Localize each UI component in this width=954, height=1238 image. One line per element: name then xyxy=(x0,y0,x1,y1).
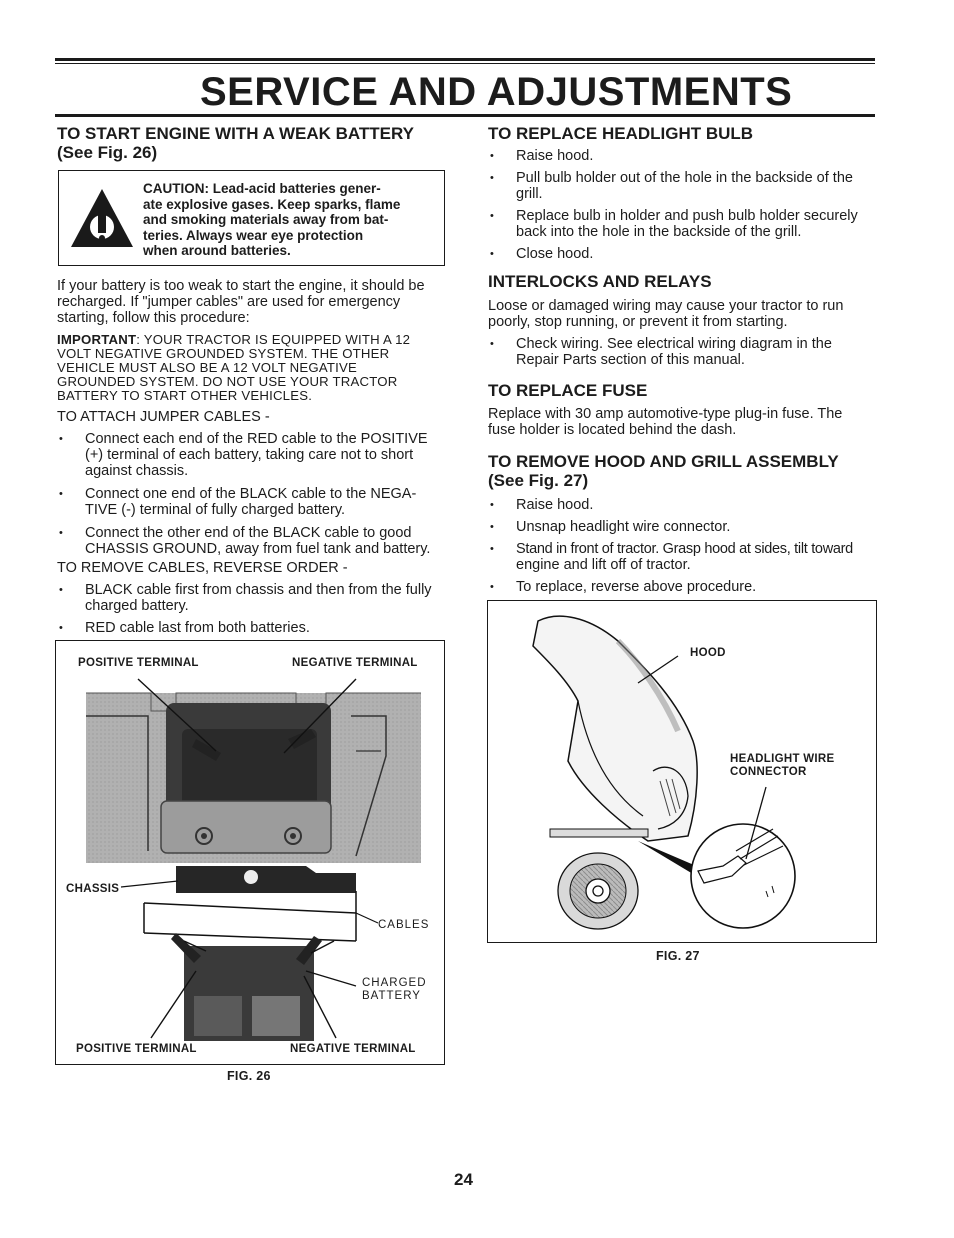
weak-battery-heading-block: TO START ENGINE WITH A WEAK BATTERY (See… xyxy=(57,124,452,162)
page-number: 24 xyxy=(454,1170,473,1189)
list-item: Connect one end of the BLACK cable to th… xyxy=(57,486,452,518)
hood-heading: TO REMOVE HOOD AND GRILL ASSEMBLY xyxy=(488,452,839,471)
top-rule-thin xyxy=(55,63,875,64)
remove-heading: TO REMOVE CABLES, REVERSE ORDER - xyxy=(57,560,348,576)
positive-terminal-label: POSITIVE TERMINAL xyxy=(78,657,199,669)
figure-27: HOOD HEADLIGHT WIRE CONNECTOR xyxy=(487,600,877,943)
caution-text: CAUTION: Lead-acid batteries gener- ate … xyxy=(143,181,443,259)
list-item: Close hood. xyxy=(488,246,883,262)
headlight-heading: TO REPLACE HEADLIGHT BULB xyxy=(488,124,754,143)
list-item: Stand in front of tractor. Grasp hood at… xyxy=(488,541,883,573)
caution-line: and smoking materials away from bat- xyxy=(143,212,389,227)
caution-line: CAUTION: Lead-acid batteries gener- xyxy=(143,181,381,196)
list-item: Check wiring. See electrical wiring diag… xyxy=(488,336,883,368)
list-item: Raise hood. xyxy=(488,497,883,513)
important-line: VEHICLE MUST ALSO BE A 12 VOLT NEGATIVE xyxy=(57,360,357,375)
charged-battery-label: CHARGED BATTERY xyxy=(362,977,427,1002)
figure-27-caption: FIG. 27 xyxy=(656,949,700,963)
interlocks-heading: INTERLOCKS AND RELAYS xyxy=(488,272,712,291)
page-title: SERVICE AND ADJUSTMENTS xyxy=(200,70,793,114)
remove-list: BLACK cable first from chassis and then … xyxy=(57,582,452,636)
cables-label: CABLES xyxy=(378,919,430,931)
fuse-text: Replace with 30 amp automotive-type plug… xyxy=(488,406,843,438)
caution-line: ate explosive gases. Keep sparks, flame xyxy=(143,196,401,212)
hood-list: Raise hood. Unsnap headlight wire connec… xyxy=(488,497,883,595)
intro-line: If your battery is too weak to start the… xyxy=(57,278,425,294)
important-line: GROUNDED SYSTEM. DO NOT USE YOUR TRACTOR xyxy=(57,374,398,389)
negative-terminal-bottom-label: NEGATIVE TERMINAL xyxy=(290,1043,416,1055)
jumper-illustration xyxy=(86,678,421,1041)
list-item: RED cable last from both batteries. xyxy=(57,620,452,636)
intro-line: starting, follow this procedure: xyxy=(57,310,250,326)
list-item: BLACK cable first from chassis and then … xyxy=(57,582,452,614)
important-line: : YOUR TRACTOR IS EQUIPPED WITH A 12 xyxy=(136,332,411,347)
hood-illustration xyxy=(532,615,796,930)
weak-battery-heading: TO START ENGINE WITH A WEAK BATTERY xyxy=(57,124,414,143)
list-item: Replace bulb in holder and push bulb hol… xyxy=(488,208,883,240)
hood-label: HOOD xyxy=(690,647,726,659)
hood-subheading: (See Fig. 27) xyxy=(488,471,589,490)
attach-heading: TO ATTACH JUMPER CABLES - xyxy=(57,409,270,425)
headlight-wire-label: HEADLIGHT WIRE CONNECTOR xyxy=(730,753,835,778)
chassis-label: CHASSIS xyxy=(66,883,120,895)
caution-line: teries. Always wear eye protection xyxy=(143,227,364,243)
important-notice: IMPORTANT: YOUR TRACTOR IS EQUIPPED WITH… xyxy=(57,333,452,403)
list-item: Connect each end of the RED cable to the… xyxy=(57,431,452,479)
list-item: Unsnap headlight wire connector. xyxy=(488,519,883,535)
list-item: Connect the other end of the BLACK cable… xyxy=(57,525,452,557)
caution-box: CAUTION: Lead-acid batteries gener- ate … xyxy=(58,170,445,266)
important-line: BATTERY TO START OTHER VEHICLES. xyxy=(57,388,313,403)
important-label: IMPORTANT xyxy=(57,332,137,347)
interlocks-list: Check wiring. See electrical wiring diag… xyxy=(488,336,883,368)
intro-line: recharged. If "jumper cables" are used f… xyxy=(57,294,401,310)
title-underline xyxy=(55,114,875,117)
hood-heading-block: TO REMOVE HOOD AND GRILL ASSEMBLY (See F… xyxy=(488,452,883,490)
negative-terminal-label: NEGATIVE TERMINAL xyxy=(292,657,418,669)
figure-26: POSITIVE TERMINAL NEGATIVE TERMINAL xyxy=(55,640,445,1065)
warning-triangle-icon xyxy=(71,189,133,247)
weak-battery-intro: If your battery is too weak to start the… xyxy=(57,278,452,326)
headlight-list: Raise hood. Pull bulb holder out of the … xyxy=(488,148,883,262)
interlocks-intro: Loose or damaged wiring may cause your t… xyxy=(488,298,844,330)
weak-battery-subheading: (See Fig. 26) xyxy=(57,143,158,162)
important-line: VOLT NEGATIVE GROUNDED SYSTEM. THE OTHER xyxy=(57,346,390,361)
list-item: Raise hood. xyxy=(488,148,883,164)
figure-26-caption: FIG. 26 xyxy=(227,1069,271,1083)
fuse-heading: TO REPLACE FUSE xyxy=(488,381,648,400)
top-rule xyxy=(55,58,875,61)
attach-list: Connect each end of the RED cable to the… xyxy=(57,431,452,557)
positive-terminal-bottom-label: POSITIVE TERMINAL xyxy=(76,1043,197,1055)
caution-line: when around batteries. xyxy=(143,243,291,258)
list-item: To replace, reverse above procedure. xyxy=(488,579,883,595)
list-item: Pull bulb holder out of the hole in the … xyxy=(488,170,883,202)
